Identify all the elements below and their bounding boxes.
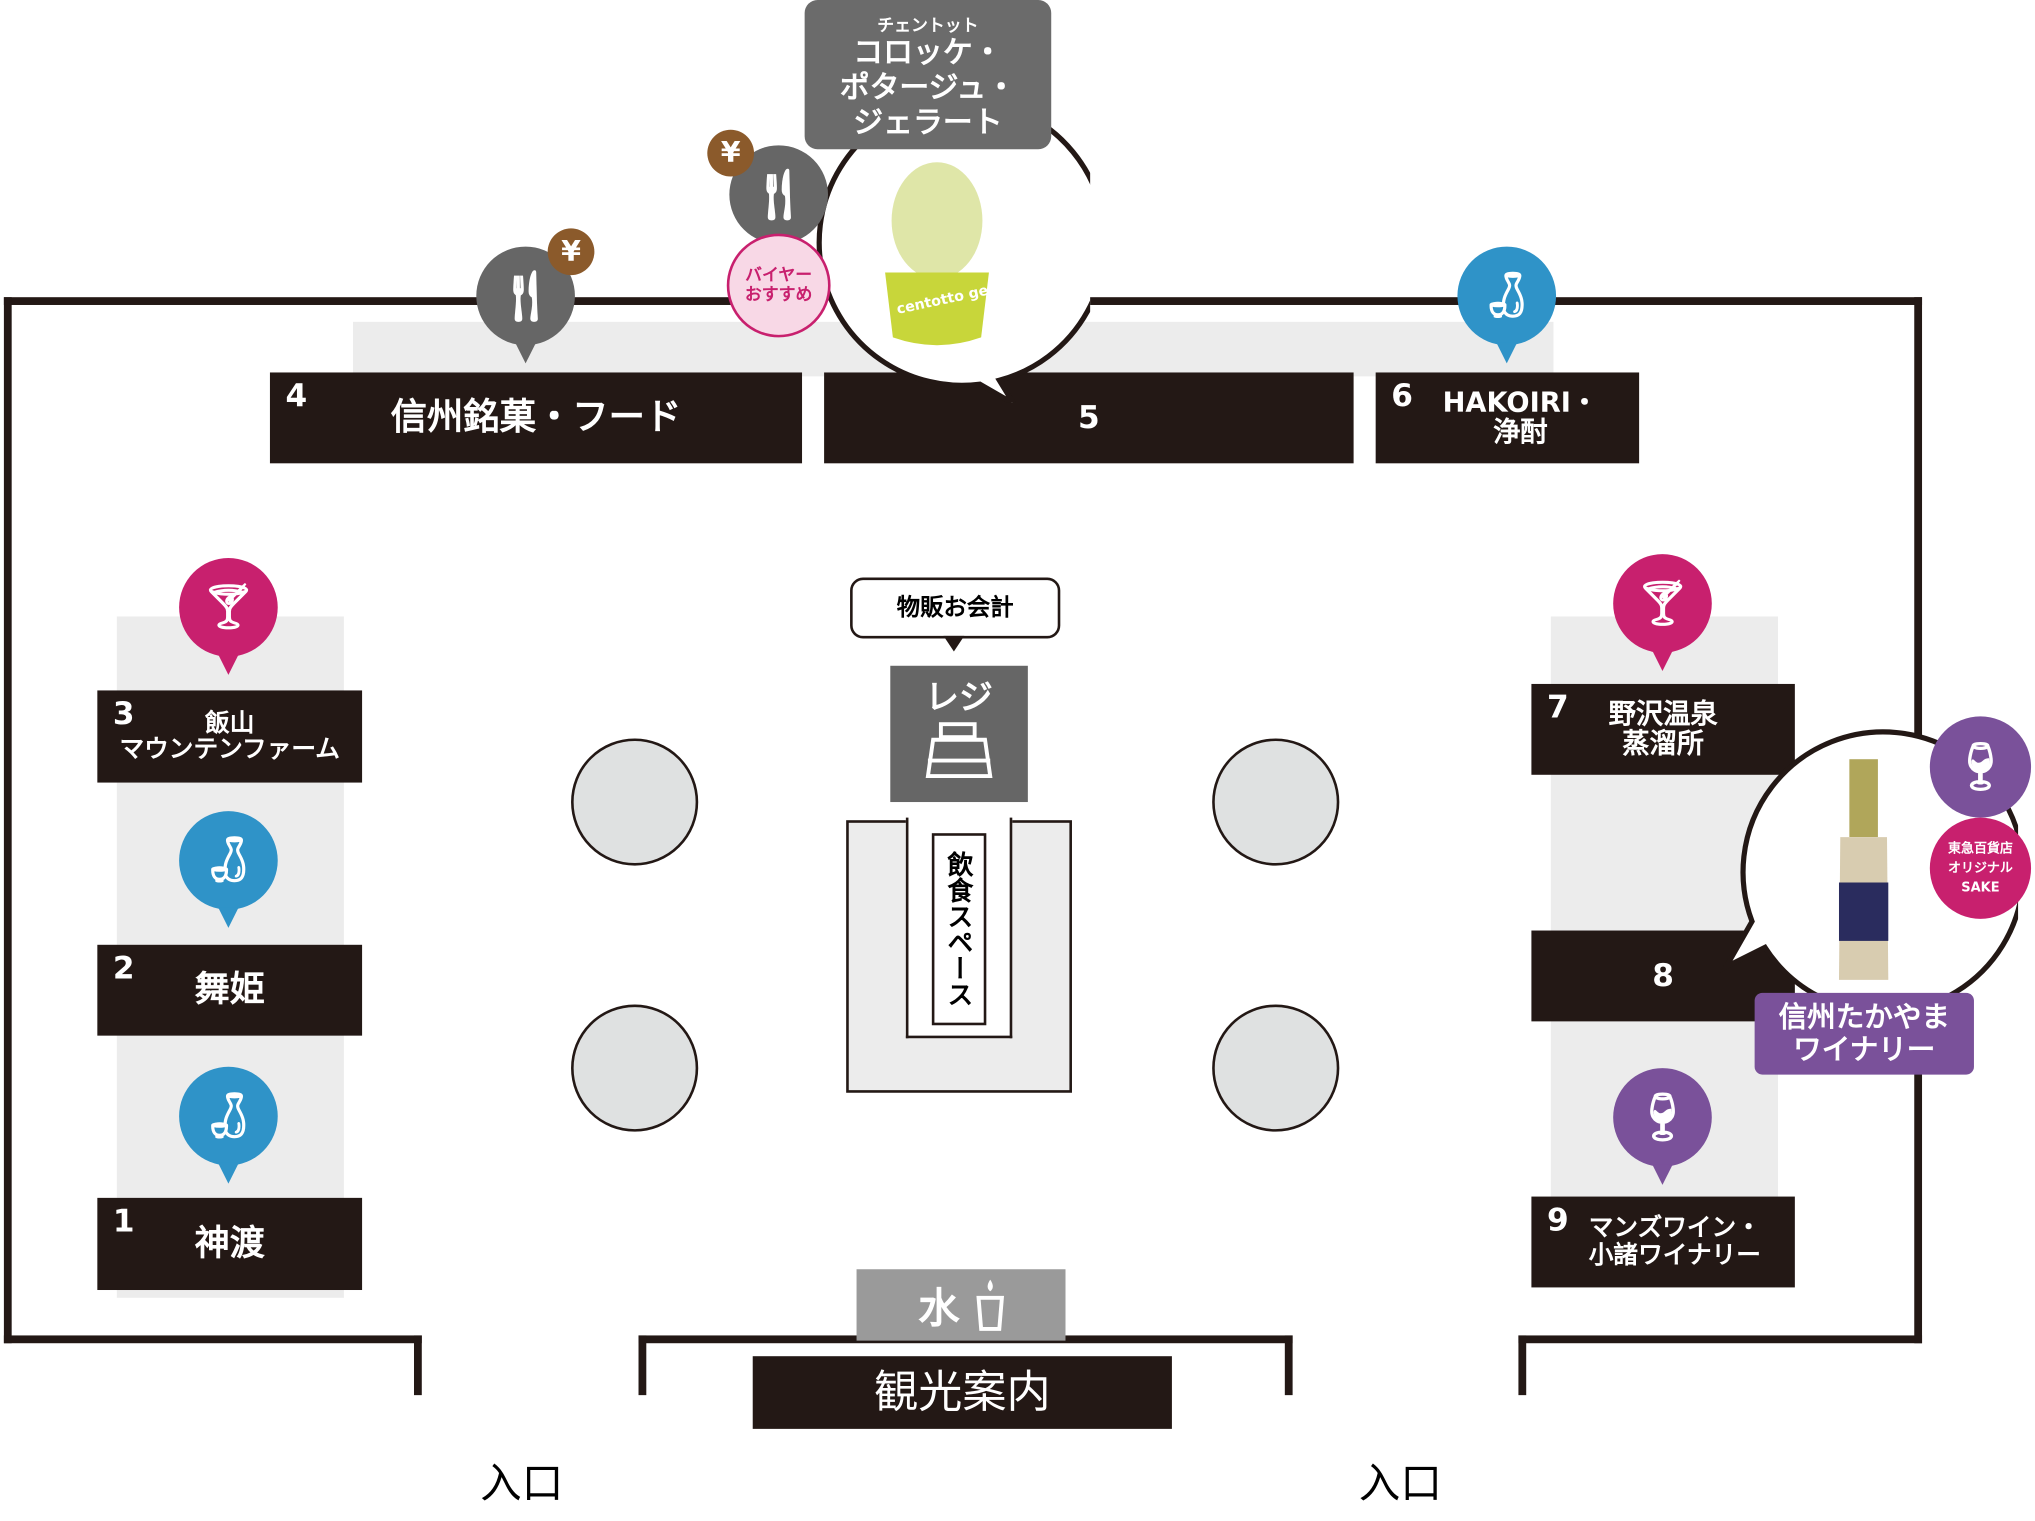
callout-tail xyxy=(943,635,965,652)
sake-pin[interactable]: 🍶︎ xyxy=(179,811,278,928)
table xyxy=(1212,738,1340,866)
booth-name: 舞姫 xyxy=(194,969,265,1010)
feature-right-label[interactable]: 信州たかやま ワイナリー xyxy=(1754,992,1974,1075)
wall xyxy=(3,1335,422,1344)
sake-bottle-icon: 🍶︎ xyxy=(1478,269,1535,322)
wine-glass-pin[interactable]: 🍷︎ xyxy=(1613,1068,1712,1185)
table xyxy=(1212,1004,1340,1132)
fork-spoon-icon: 🍴︎ xyxy=(747,165,810,223)
tourist-info[interactable]: 観光案内 xyxy=(752,1356,1172,1429)
sake-pin[interactable]: 🍶︎ xyxy=(1457,246,1557,364)
booth-name: 野沢温泉 蒸溜所 xyxy=(1608,698,1718,760)
booth-number: 2 xyxy=(112,949,135,987)
brand-name: チェントット xyxy=(877,16,979,37)
register[interactable]: レジ xyxy=(890,665,1028,803)
wall xyxy=(1284,1335,1293,1396)
booth-7[interactable]: 7 野沢温泉 蒸溜所 xyxy=(1531,683,1795,775)
booth-6[interactable]: 6 HAKOIRI・ 浄酎 xyxy=(1375,372,1640,464)
booth-5[interactable]: 5 xyxy=(824,372,1354,464)
booth-number: 9 xyxy=(1546,1201,1569,1239)
checkout-callout: 物販お会計 xyxy=(850,577,1061,639)
wine-pin[interactable]: 🍸︎ xyxy=(179,558,278,675)
table xyxy=(571,738,699,866)
booth-number: 8 xyxy=(1652,957,1674,994)
entrance-left[interactable]: 入口 xyxy=(480,1458,564,1509)
dining-label: 飲食スペース xyxy=(931,833,987,1026)
feature-title: コロッケ・ ポタージュ・ ジェラート xyxy=(839,36,1017,141)
dining-inner xyxy=(905,817,1013,1039)
sake-bottle-icon: 🍶︎ xyxy=(200,1090,257,1143)
original-sake-badge: 東急百貨店 オリジナル SAKE xyxy=(1929,817,2032,919)
entrance-right[interactable]: 入口 xyxy=(1358,1458,1442,1509)
wall xyxy=(638,1335,647,1396)
speech-bubble-top xyxy=(816,96,1091,403)
wall xyxy=(3,297,818,305)
booth-name: 信州銘菓・フード xyxy=(390,395,682,439)
water-cup-icon xyxy=(975,1278,1004,1331)
booth-9[interactable]: 9 マンズワイン・ 小諸ワイナリー xyxy=(1531,1196,1795,1288)
booth-number: 3 xyxy=(112,695,135,732)
buyer-recommend-badge: バイヤー おすすめ xyxy=(726,233,831,338)
booth-1[interactable]: 1 神渡 xyxy=(97,1197,363,1291)
wine-pin[interactable]: 🍸︎ xyxy=(1613,554,1712,671)
table xyxy=(571,1004,699,1132)
booth-name: 飯山 マウンテンファーム xyxy=(119,708,340,764)
booth-4[interactable]: 4 信州銘菓・フード xyxy=(269,372,803,464)
booth-name: HAKOIRI・ 浄酎 xyxy=(1442,386,1599,448)
bottle-glass-icon: 🍸︎ xyxy=(1634,577,1691,630)
cash-register-icon xyxy=(925,722,993,779)
wall xyxy=(3,297,12,1344)
booth-name: マンズワイン・ 小諸ワイナリー xyxy=(1588,1213,1761,1270)
yen-icon: ¥ xyxy=(547,228,595,276)
wall xyxy=(1518,1335,1527,1396)
booth-number: 7 xyxy=(1546,689,1569,726)
sake-bottle-icon: 🍶︎ xyxy=(200,834,257,887)
wall xyxy=(1518,1335,1923,1344)
booth-number: 4 xyxy=(285,377,308,414)
booth-number: 5 xyxy=(1078,399,1100,436)
sake-pin[interactable]: 🍶︎ xyxy=(179,1066,278,1184)
booth-2[interactable]: 2 舞姫 xyxy=(97,944,363,1036)
wall xyxy=(413,1335,422,1396)
booth-number: 6 xyxy=(1391,377,1413,414)
booth-name: 神渡 xyxy=(194,1223,265,1264)
feature-top-label[interactable]: チェントット コロッケ・ ポタージュ・ ジェラート xyxy=(804,0,1052,150)
yen-icon: ¥ xyxy=(707,129,755,177)
wine-glass-icon: 🍷︎ xyxy=(1632,1091,1693,1145)
water-station[interactable]: 水 xyxy=(856,1269,1066,1341)
booth-number: 1 xyxy=(112,1203,135,1240)
water-label: 水 xyxy=(918,1282,960,1333)
register-label: レジ xyxy=(925,678,993,718)
wine-glass-icon: 🍷︎ xyxy=(1929,716,2032,818)
fork-spoon-icon: 🍴︎ xyxy=(494,266,557,324)
bottle-glass-icon: 🍸︎ xyxy=(200,581,257,634)
